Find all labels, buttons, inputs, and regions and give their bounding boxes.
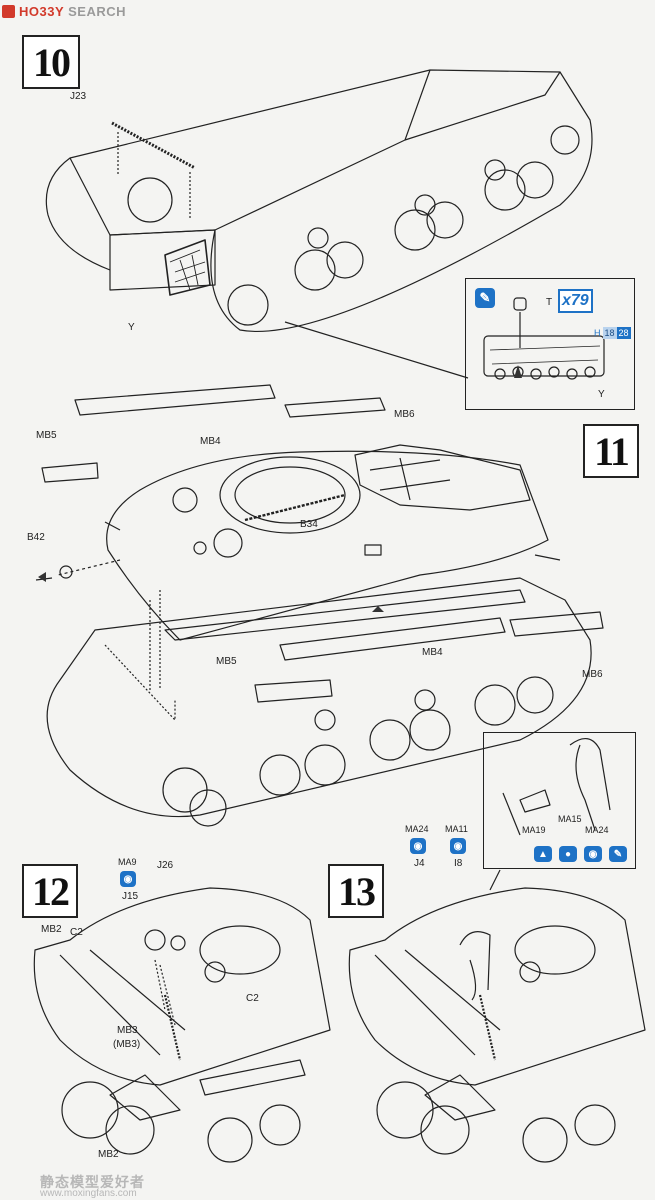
paint-ma24-icon: ◉: [410, 838, 426, 854]
part-j15: J15: [122, 891, 139, 902]
part-mb4-mid: MB4: [422, 647, 443, 658]
rail-detail-callout: [483, 732, 636, 869]
part-c2-b: C2: [246, 993, 259, 1004]
part-b42: B42: [27, 532, 45, 543]
sprue-h28: 28: [616, 327, 631, 339]
part-mb3: MB3: [117, 1025, 138, 1036]
site-header: HO33Y SEARCH: [2, 2, 126, 20]
part-i8: I8: [454, 858, 463, 869]
paint-ma11-icon: ◉: [450, 838, 466, 854]
sprue-h18: 18: [602, 327, 617, 339]
part-mb3-alt: (MB3): [113, 1039, 141, 1050]
part-mb2-bottom: MB2: [98, 1149, 119, 1160]
part-mb5-bottom: MB5: [216, 656, 237, 667]
sprue-h-badge: H 18 28: [592, 327, 631, 339]
part-c2-a: C2: [70, 927, 83, 938]
part-mb6-top: MB6: [394, 409, 415, 420]
part-j4: J4: [414, 858, 425, 869]
watermark-cn: 静态模型爱好者: [40, 1174, 145, 1190]
quantity-badge: x79: [558, 289, 593, 313]
callout-label-t: T: [546, 297, 553, 308]
glue-icon: ✎: [475, 288, 495, 308]
paint-ma9-icon: ◉: [120, 871, 136, 887]
part-mb5-top: MB5: [36, 430, 57, 441]
part-y: Y: [128, 322, 135, 333]
step-number-13: 13: [328, 864, 384, 918]
glue-icon: ✎: [609, 846, 627, 862]
part-mb4-top: MB4: [200, 436, 221, 447]
part-mb6-bottom: MB6: [582, 669, 603, 680]
part-j26: J26: [157, 860, 174, 871]
callout-label-y: Y: [598, 389, 605, 400]
drop-icon: ●: [559, 846, 577, 862]
step-number-10: 10: [22, 35, 80, 89]
hobby-search-logo-icon: [2, 4, 15, 18]
part-ma24-inset: MA24: [585, 825, 609, 835]
part-ma15: MA15: [558, 814, 582, 824]
watermark-url: www.moxingfans.com: [40, 1188, 137, 1199]
part-j23: J23: [70, 91, 87, 102]
track-detail-callout: [465, 278, 635, 410]
up-arrow-icon: ▲: [534, 846, 552, 862]
part-ma9: MA9: [118, 857, 137, 867]
part-ma11: MA11: [445, 824, 468, 834]
step-number-12: 12: [22, 864, 78, 918]
part-ma24: MA24: [405, 824, 429, 834]
brand-hobby: HO33Y: [19, 3, 65, 19]
step-number-11: 11: [583, 424, 639, 478]
part-ma19: MA19: [522, 825, 546, 835]
paint-icon: ◉: [584, 846, 602, 862]
part-b34: B34: [300, 519, 318, 530]
brand-search: SEARCH: [68, 3, 127, 19]
part-mb2-top: MB2: [41, 924, 62, 935]
sprue-h-letter: H: [594, 328, 601, 338]
